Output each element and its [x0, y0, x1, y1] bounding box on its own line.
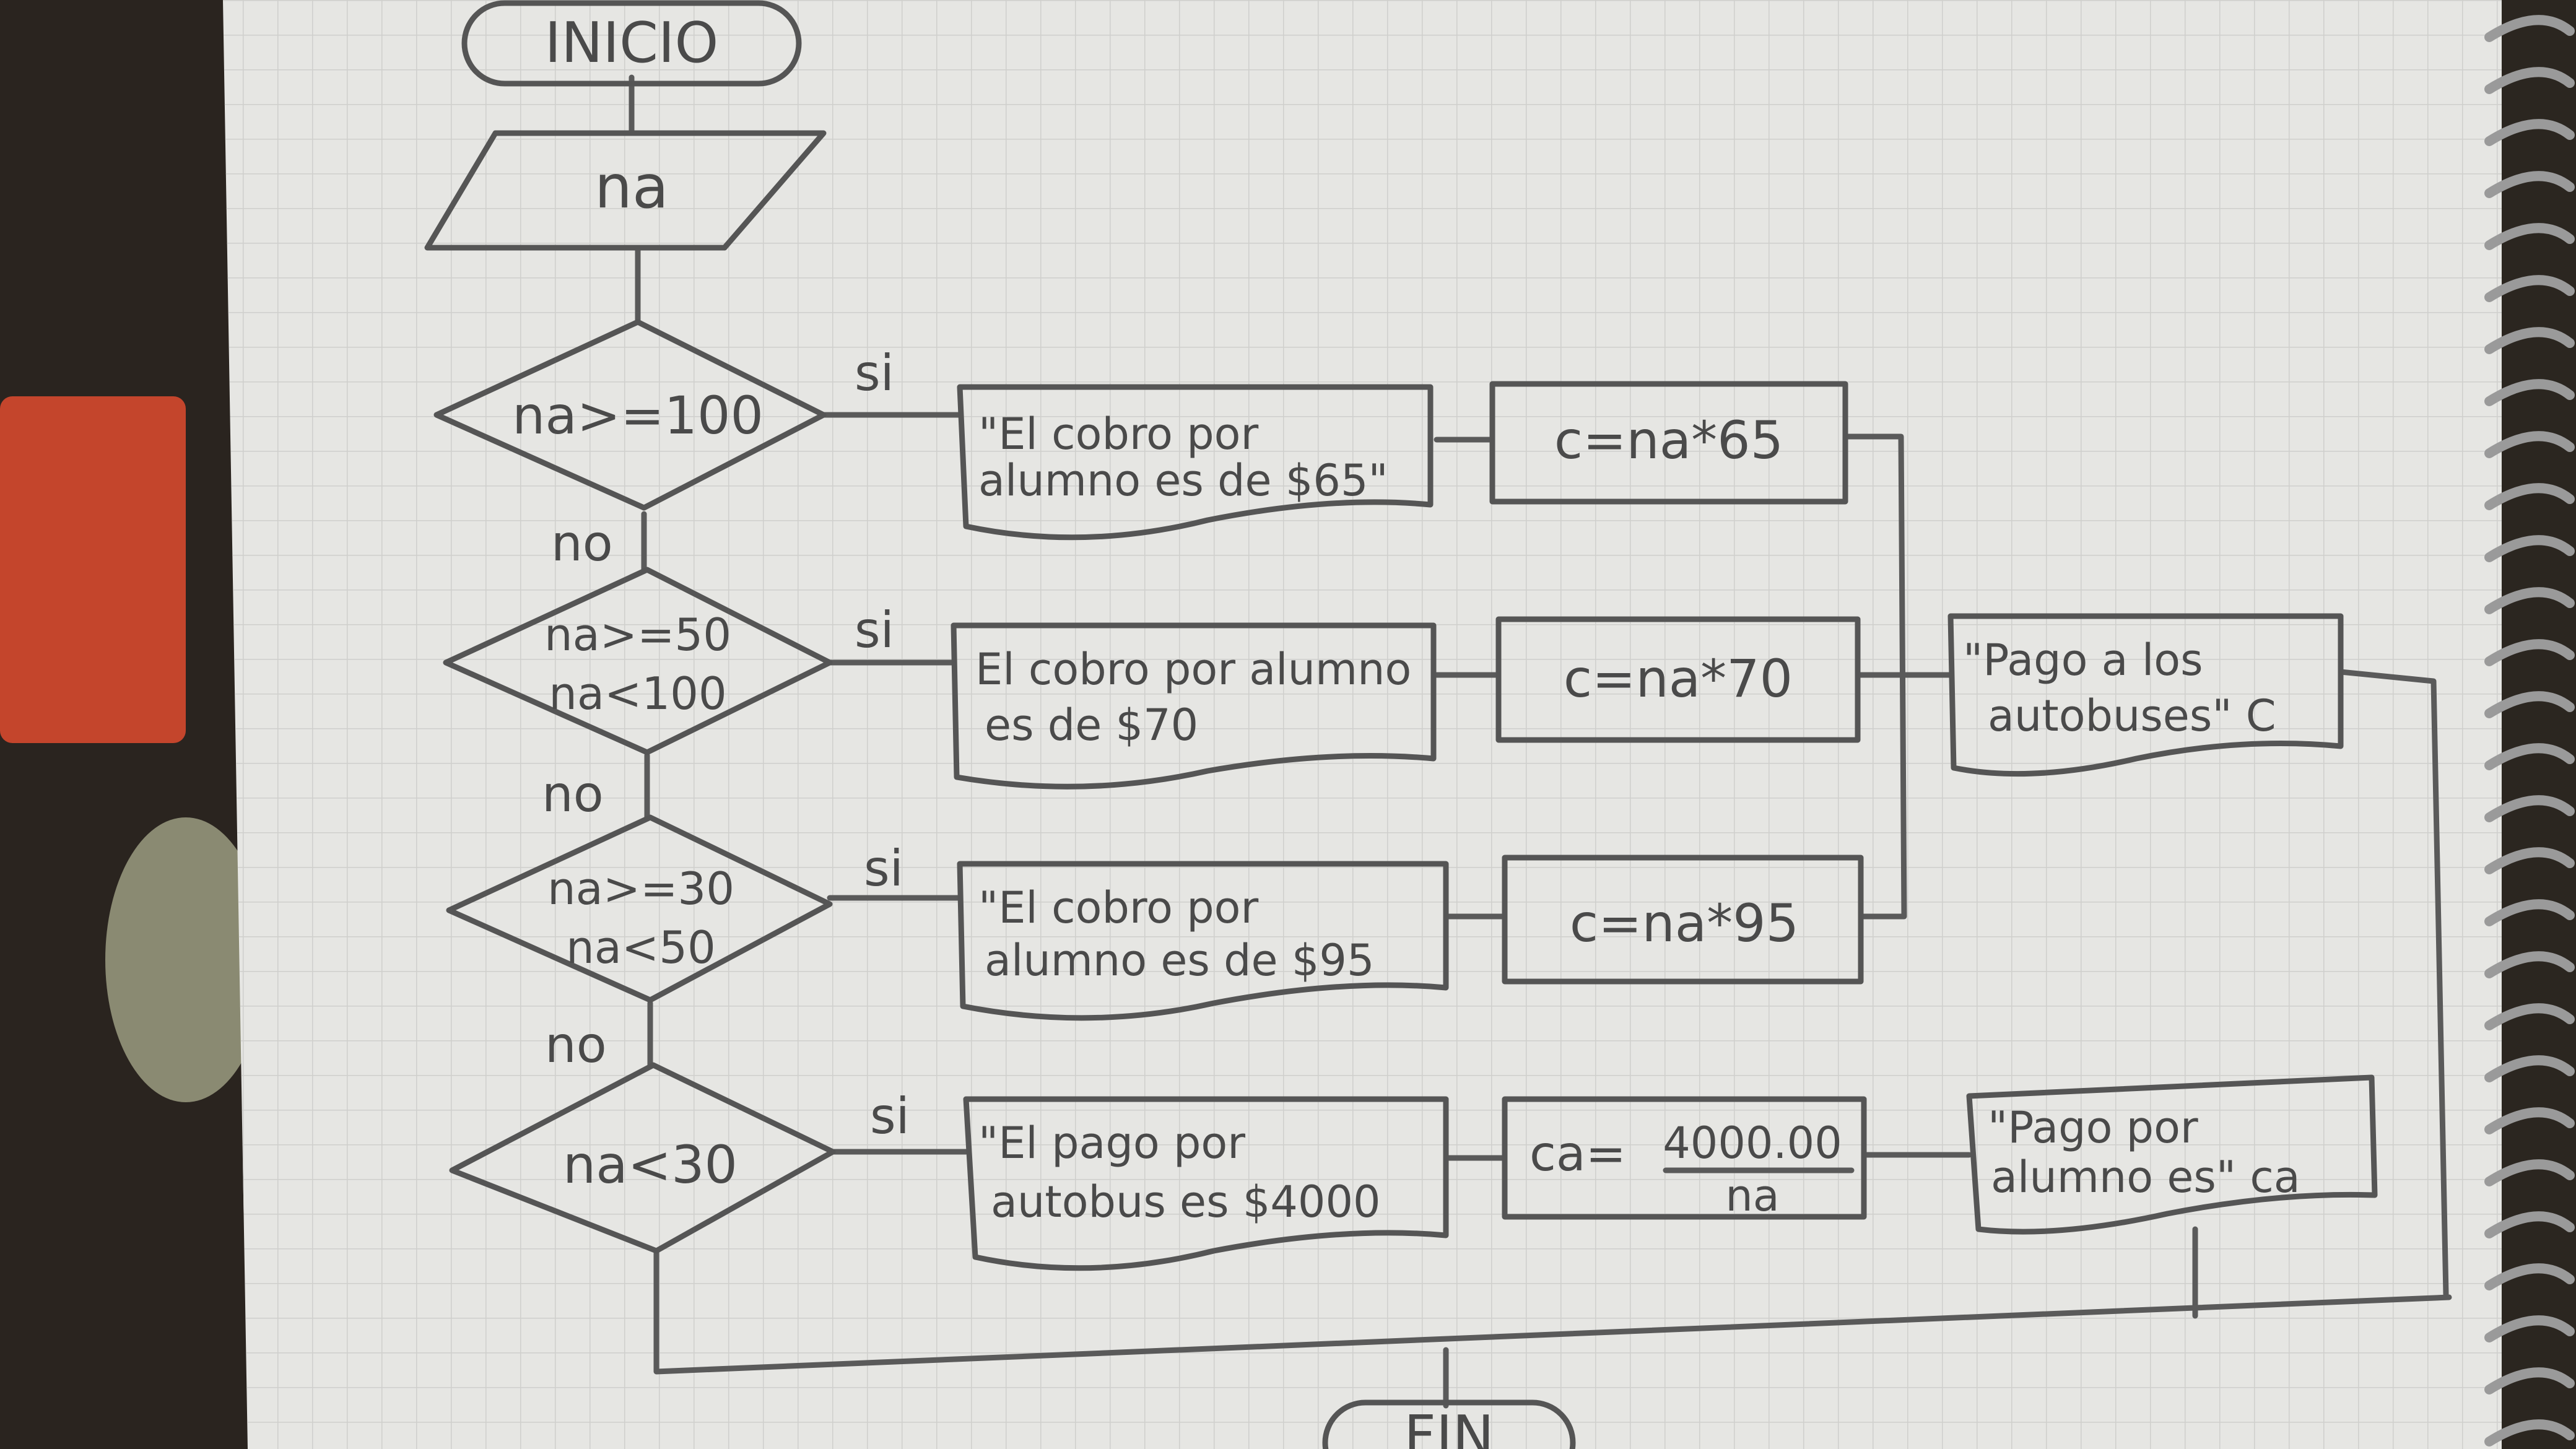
- decision-2-label-a: na>=50: [544, 609, 731, 661]
- output-document-3: "El cobro por alumno es de $95: [957, 861, 1449, 1021]
- output-total-line-2: autobuses" C: [1988, 690, 2276, 741]
- start-label: INICIO: [545, 11, 719, 76]
- start-terminator: INICIO: [461, 0, 802, 87]
- spiral-ring: [2484, 1419, 2575, 1447]
- spiral-ring: [2484, 1367, 2575, 1395]
- spiral-ring: [2484, 795, 2575, 822]
- spiral-ring: [2484, 1055, 2575, 1082]
- decision-diamond-4: na<30: [449, 1062, 836, 1254]
- spiral-ring: [2484, 15, 2575, 42]
- decision-4-label: na<30: [563, 1134, 738, 1195]
- output-4-line-1: "El pago por: [978, 1118, 1245, 1168]
- output-document-total: "Pago a los autobuses" C: [1947, 613, 2344, 777]
- spiral-ring: [2484, 119, 2575, 146]
- output-1-line-1: "El cobro por: [978, 409, 1258, 459]
- process-box-3: c=na*95: [1502, 855, 1864, 985]
- branch-labels: si si si si no no no: [542, 344, 910, 1145]
- decision-3-label-a: na>=30: [547, 863, 734, 915]
- decision-diamond-1: na>=100: [433, 319, 827, 511]
- spiral-ring: [2484, 223, 2575, 250]
- process-box-1: c=na*65: [1489, 381, 1848, 505]
- process-1-label: c=na*65: [1554, 410, 1783, 471]
- yes-label-4: si: [870, 1087, 910, 1145]
- spiral-ring: [2484, 1263, 2575, 1290]
- output-document-1: "El cobro por alumno es de $65": [957, 384, 1434, 541]
- orange-object: [0, 396, 186, 743]
- spiral-ring: [2484, 431, 2575, 458]
- spiral-ring: [2484, 691, 2575, 718]
- process-4-numerator: 4000.00: [1663, 1118, 1842, 1168]
- yes-label-1: si: [855, 344, 894, 402]
- output-per-student-line-2: alumno es" ca: [1991, 1152, 2300, 1203]
- no-label-2: no: [542, 765, 604, 823]
- output-document-4: "El pago por autobus es $4000: [963, 1096, 1449, 1271]
- notebook-page: [223, 0, 2514, 1449]
- decision-2-label-b: na<100: [549, 668, 727, 720]
- process-box-2: c=na*70: [1495, 616, 1861, 743]
- decision-3-label-b: na<50: [566, 921, 716, 973]
- spiral-ring: [2484, 275, 2575, 302]
- spiral-ring: [2484, 1003, 2575, 1030]
- spiral-ring: [2484, 951, 2575, 978]
- spiral-ring: [2484, 1159, 2575, 1186]
- spiral-ring: [2484, 1315, 2575, 1342]
- coin: [105, 817, 266, 1102]
- process-box-4: ca= 4000.00 na: [1502, 1096, 1867, 1221]
- decision-diamond-2: na>=50 na<100: [443, 567, 833, 755]
- end-label: FIN: [1404, 1404, 1494, 1449]
- spiral-ring: [2484, 327, 2575, 354]
- spiral-ring: [2484, 171, 2575, 198]
- input-parallelogram: na: [424, 130, 827, 251]
- spiral-ring: [2484, 639, 2575, 666]
- spiral-ring: [2484, 535, 2575, 562]
- output-3-line-2: alumno es de $95: [985, 935, 1375, 986]
- spiral-ring: [2484, 847, 2575, 874]
- spiral-ring: [2484, 1107, 2575, 1134]
- process-4-denominator: na: [1725, 1170, 1779, 1221]
- output-4-line-2: autobus es $4000: [991, 1177, 1381, 1227]
- yes-label-2: si: [855, 601, 894, 659]
- output-total-line-1: "Pago a los: [1963, 635, 2203, 685]
- spiral-ring: [2484, 67, 2575, 94]
- spiral-ring: [2484, 483, 2575, 510]
- spiral-ring: [2484, 1211, 2575, 1238]
- decision-diamond-3: na>=30 na<50: [446, 814, 833, 1003]
- no-label-1: no: [551, 515, 613, 572]
- input-label: na: [594, 152, 669, 222]
- process-3-label: c=na*95: [1570, 893, 1799, 954]
- decision-1-label: na>=100: [512, 385, 764, 446]
- output-2-line-2: es de $70: [985, 700, 1198, 751]
- spiral-ring: [2484, 587, 2575, 614]
- output-1-line-2: alumno es de $65": [978, 455, 1388, 506]
- output-3-line-1: "El cobro por: [978, 882, 1258, 933]
- no-label-3: no: [545, 1016, 607, 1074]
- output-document-2: El cobro por alumno es de $70: [951, 622, 1437, 790]
- output-document-per-student: "Pago por alumno es" ca: [1966, 1074, 2378, 1235]
- output-per-student-line-1: "Pago por: [1988, 1102, 2198, 1153]
- flow-connectors: [629, 74, 2452, 1409]
- process-4-lhs: ca=: [1530, 1126, 1626, 1182]
- output-2-line-1: El cobro por alumno: [975, 644, 1411, 695]
- end-terminator: FIN: [1322, 1399, 1576, 1449]
- spiral-ring: [2484, 743, 2575, 770]
- spiral-ring: [2484, 379, 2575, 406]
- yes-label-3: si: [864, 840, 903, 897]
- process-2-label: c=na*70: [1564, 648, 1793, 709]
- spiral-binding: [2484, 0, 2576, 1449]
- spiral-ring: [2484, 899, 2575, 926]
